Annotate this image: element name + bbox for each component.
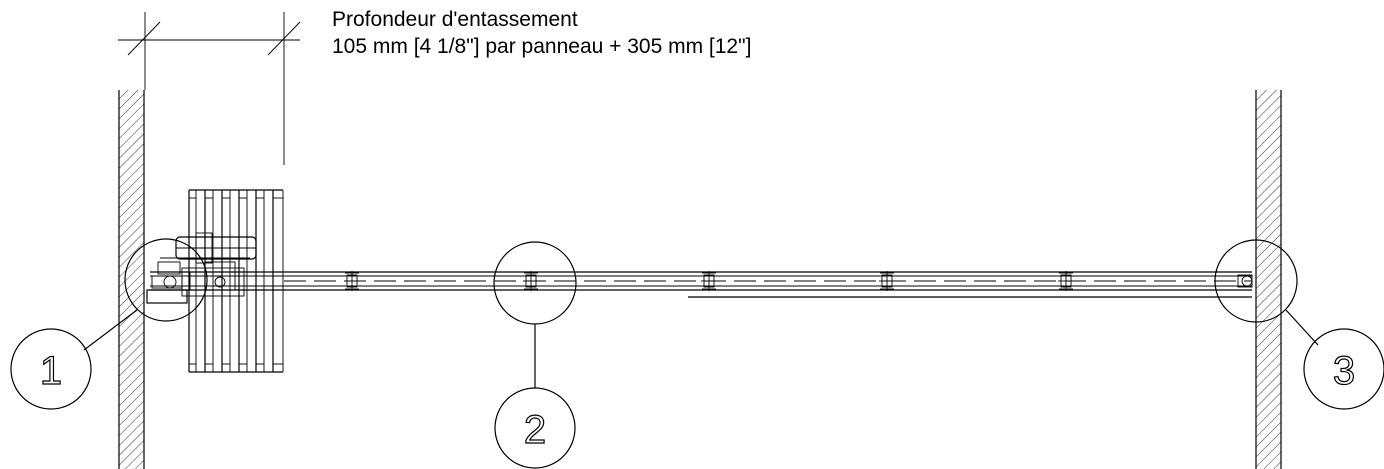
- stacking-depth-annotation: Profondeur d'entassement 105 mm [4 1/8"]…: [332, 6, 751, 60]
- callout-3: 3: [1214, 239, 1384, 410]
- stacking-depth-formula: 105 mm [4 1/8"] par panneau + 305 mm [12…: [332, 35, 752, 58]
- callout-3-label: 3: [1333, 349, 1355, 393]
- callout-2: 2: [493, 241, 577, 469]
- track: [150, 271, 1252, 298]
- drive-mechanism: [146, 232, 257, 304]
- track-connector: [1058, 271, 1074, 291]
- track-connector: [344, 271, 360, 291]
- track-connector: [879, 271, 895, 291]
- stacking-depth-title: Profondeur d'entassement: [332, 8, 578, 31]
- callout-1-label: 1: [40, 349, 62, 393]
- dimension-line: [118, 12, 301, 165]
- left-wall: [118, 90, 145, 469]
- end-stop: [1237, 274, 1253, 288]
- track-connector: [701, 271, 717, 291]
- track-connector: [523, 271, 539, 291]
- right-wall: [1255, 90, 1282, 469]
- track-connectors: [344, 271, 1074, 291]
- callout-2-label: 2: [524, 408, 546, 452]
- stacked-panels: [188, 189, 284, 373]
- callout-1: 1: [10, 238, 208, 410]
